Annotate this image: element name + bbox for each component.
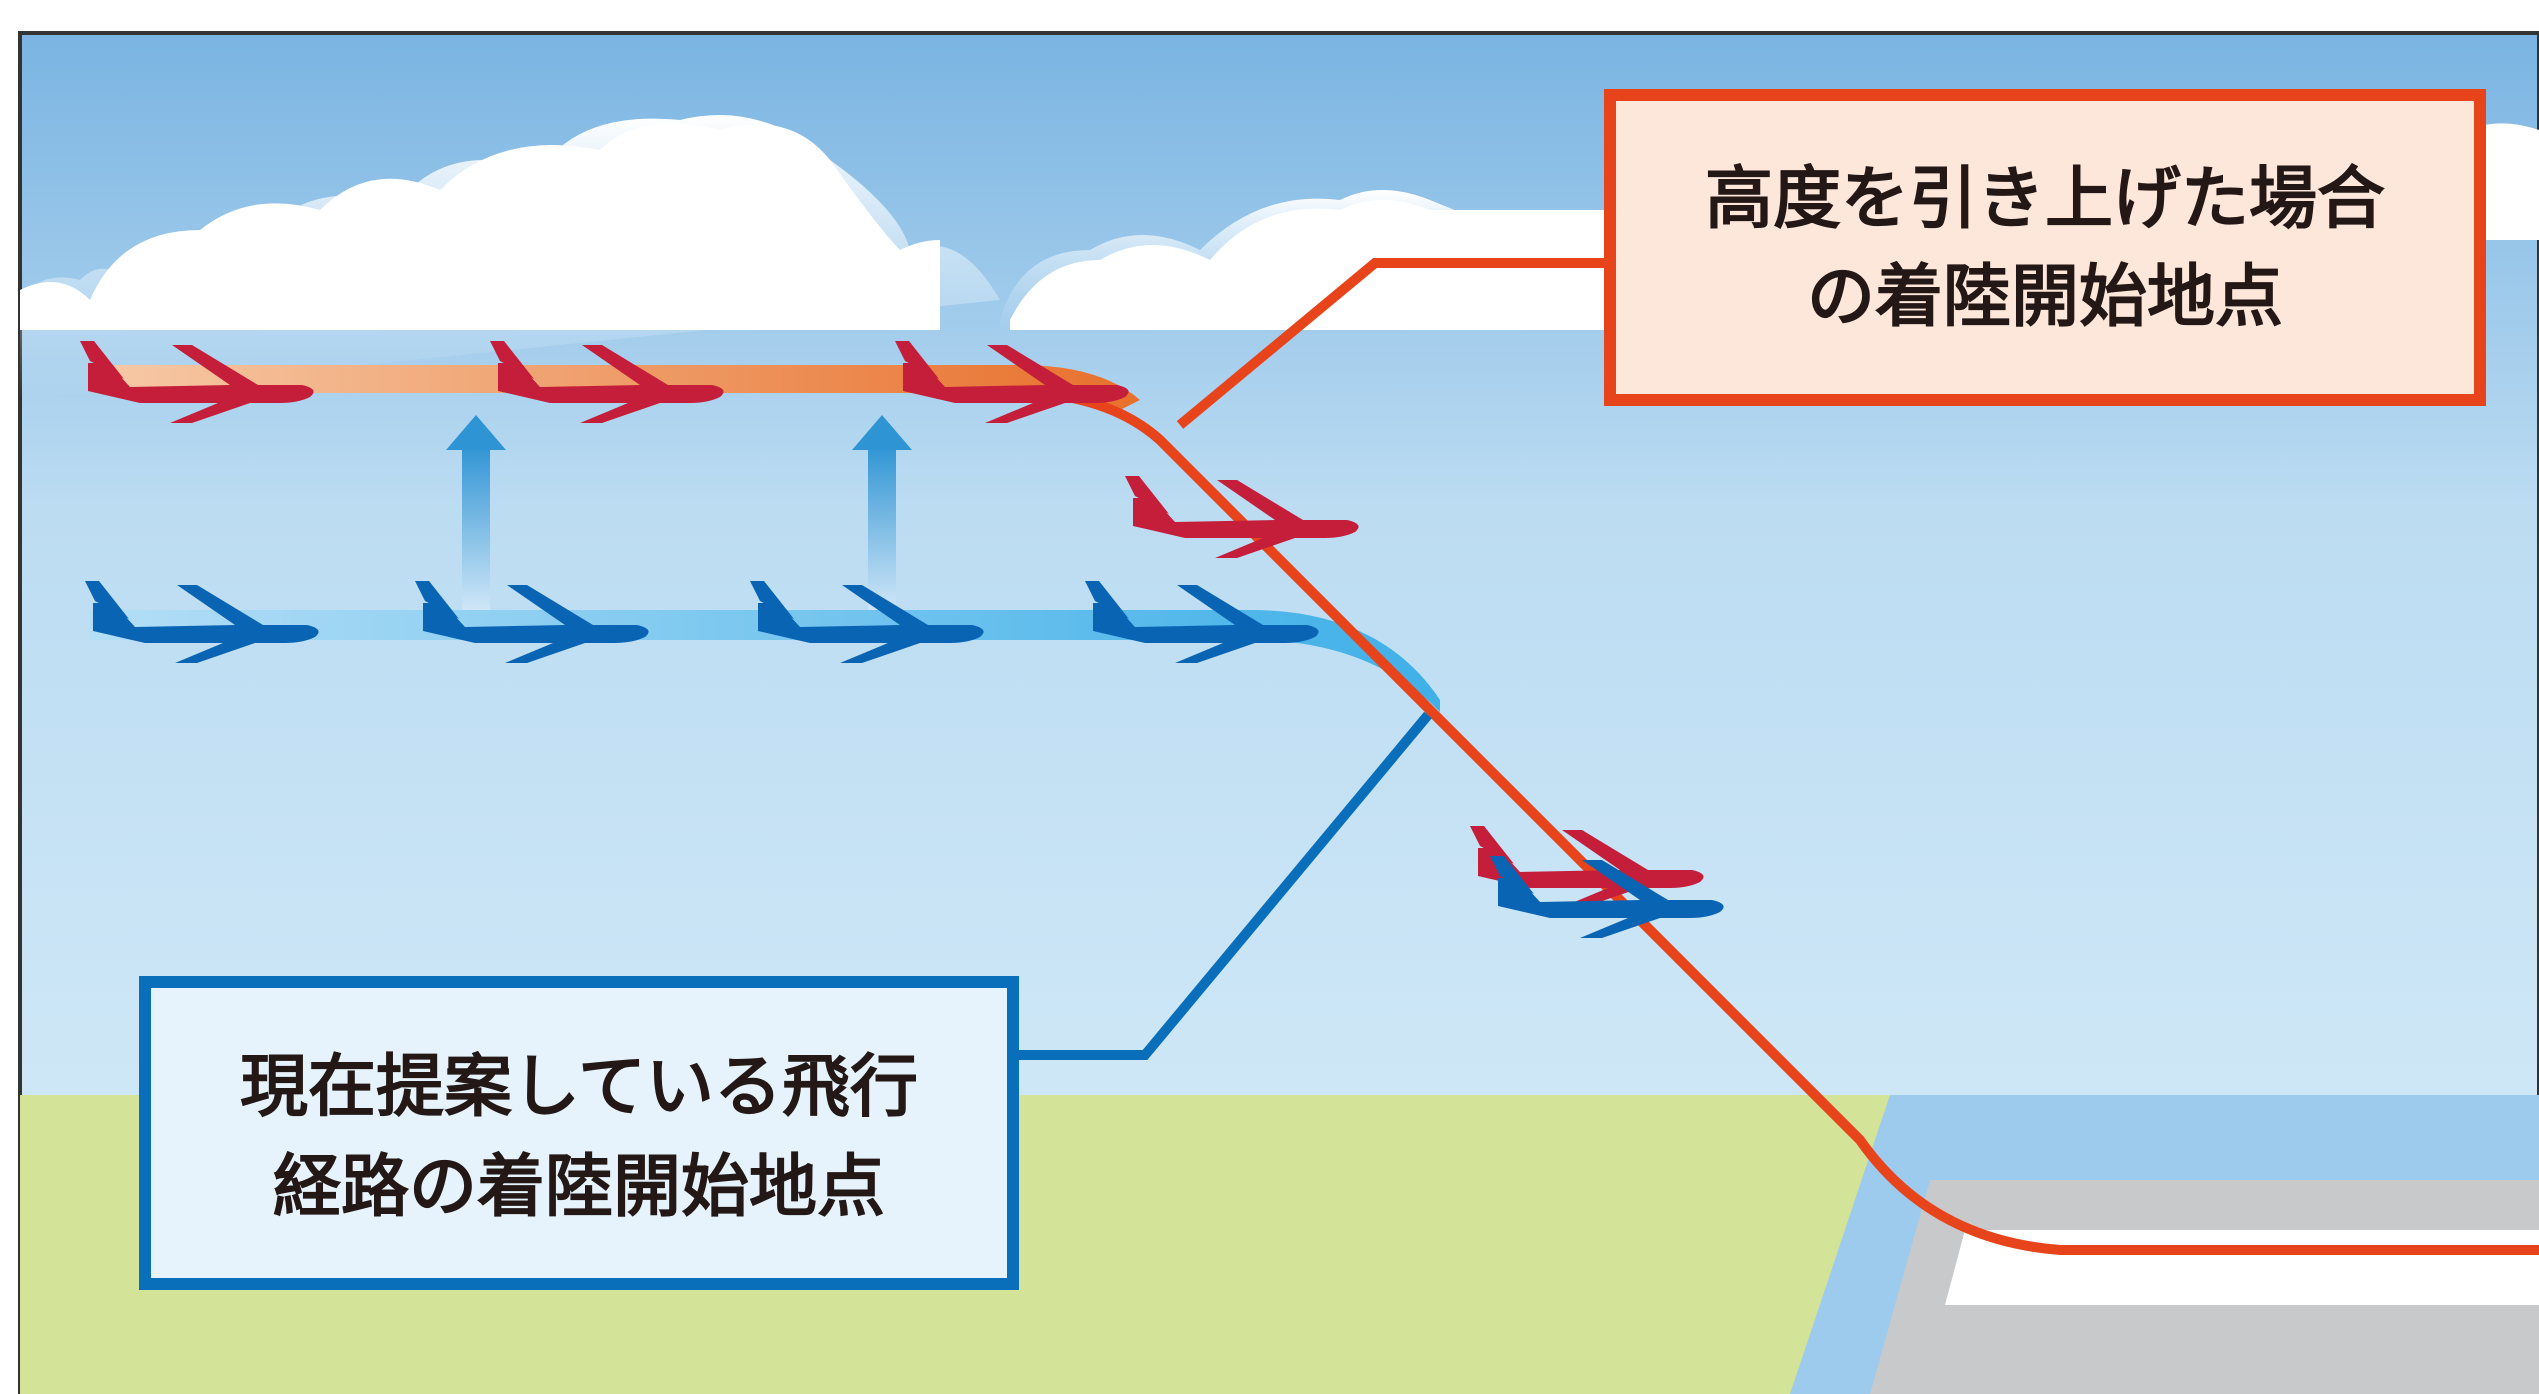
current-landing-label: 現在提案している飛行 経路の着陸開始地点: [139, 976, 1019, 1290]
clouds: [20, 115, 2539, 400]
raised-leader-line: [1176, 258, 1610, 429]
raised-label-line2: の着陸開始地点: [1807, 258, 2283, 337]
current-leader-line: [1010, 711, 1432, 1060]
up-arrow-icon: [852, 415, 912, 610]
raised-label-line1: 高度を引き上げた場合: [1705, 160, 2385, 239]
current-label-line2: 経路の着陸開始地点: [273, 1148, 885, 1227]
current-label-line1: 現在提案している飛行: [240, 1048, 918, 1127]
up-arrow-icon: [446, 415, 506, 610]
current-path-trail: [90, 610, 1440, 712]
raised-landing-label: 高度を引き上げた場合 の着陸開始地点: [1604, 89, 2486, 406]
runway-marking: [1945, 1230, 2539, 1305]
